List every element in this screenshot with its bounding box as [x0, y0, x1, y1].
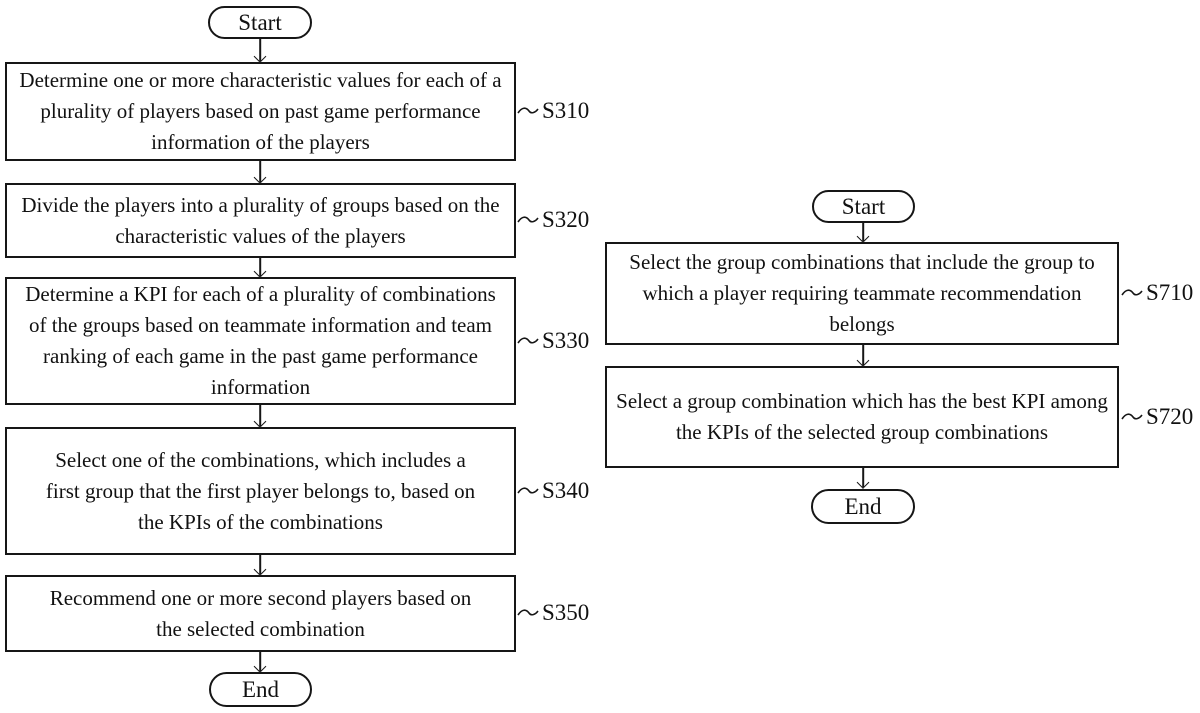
step-text-s320: Divide the players into a plurality of g… — [21, 192, 500, 248]
step-text-s350: Recommend one or more second players bas… — [49, 585, 472, 641]
leader-squiggle-icon — [517, 487, 539, 494]
leader-squiggle-icon — [517, 337, 539, 344]
right-start-terminal: Start — [812, 190, 915, 223]
step-box-s310: Determine one or more characteristic val… — [5, 62, 516, 161]
step-box-s340: Select one of the combinations, which in… — [5, 427, 516, 555]
step-id-s330: S330 — [542, 328, 590, 353]
left-end-label: End — [241, 676, 280, 702]
step-callout-s320: S320 — [517, 207, 589, 233]
left-start-label: Start — [238, 9, 282, 35]
step-text-s710: Select the group combinations that inclu… — [629, 250, 1095, 336]
step-text-s330: Determine a KPI for each of a plurality … — [25, 282, 496, 399]
step-callout-s310: S310 — [517, 98, 589, 124]
step-callout-s720: S720 — [1121, 404, 1193, 430]
step-box-s720: Select a group combination which has the… — [605, 366, 1119, 468]
step-id-s340: S340 — [542, 478, 590, 503]
step-id-s320: S320 — [542, 207, 590, 232]
step-id-s310: S310 — [542, 98, 590, 123]
arrow-s320-to-s330 — [252, 258, 268, 277]
step-text-s720: Select a group combination which has the… — [616, 389, 1108, 444]
right-end-label: End — [844, 493, 882, 519]
step-callout-s350: S350 — [517, 600, 589, 626]
arrow-s310-to-s320 — [252, 161, 268, 183]
left-end-terminal: End — [209, 672, 312, 707]
step-box-s320: Divide the players into a plurality of g… — [5, 183, 516, 258]
left-start-terminal: Start — [208, 6, 312, 39]
arrow-right-start-to-s710 — [855, 223, 871, 242]
step-callout-s330: S330 — [517, 328, 589, 354]
arrow-s350-to-left-end — [252, 652, 268, 672]
step-box-s710: Select the group combinations that inclu… — [605, 242, 1119, 345]
leader-squiggle-icon — [1121, 289, 1143, 296]
leader-squiggle-icon — [517, 609, 539, 616]
leader-squiggle-icon — [517, 216, 539, 223]
right-start-label: Start — [841, 193, 886, 219]
arrow-s330-to-s340 — [252, 405, 268, 427]
arrow-s340-to-s350 — [252, 555, 268, 575]
right-end-terminal: End — [811, 489, 915, 524]
step-callout-s710: S710 — [1121, 280, 1193, 306]
step-text-s340: Select one of the combinations, which in… — [45, 447, 476, 534]
arrow-left-start-to-s310 — [252, 39, 268, 62]
arrow-s720-to-right-end — [855, 468, 871, 488]
step-id-s720: S720 — [1146, 404, 1194, 429]
leader-squiggle-icon — [1121, 413, 1143, 420]
step-id-s350: S350 — [542, 600, 590, 625]
step-box-s350: Recommend one or more second players bas… — [5, 575, 516, 652]
leader-squiggle-icon — [517, 107, 539, 114]
step-box-s330: Determine a KPI for each of a plurality … — [5, 277, 516, 405]
step-text-s310: Determine one or more characteristic val… — [19, 68, 502, 154]
step-callout-s340: S340 — [517, 478, 589, 504]
step-id-s710: S710 — [1146, 280, 1194, 305]
arrow-s710-to-s720 — [855, 345, 871, 366]
